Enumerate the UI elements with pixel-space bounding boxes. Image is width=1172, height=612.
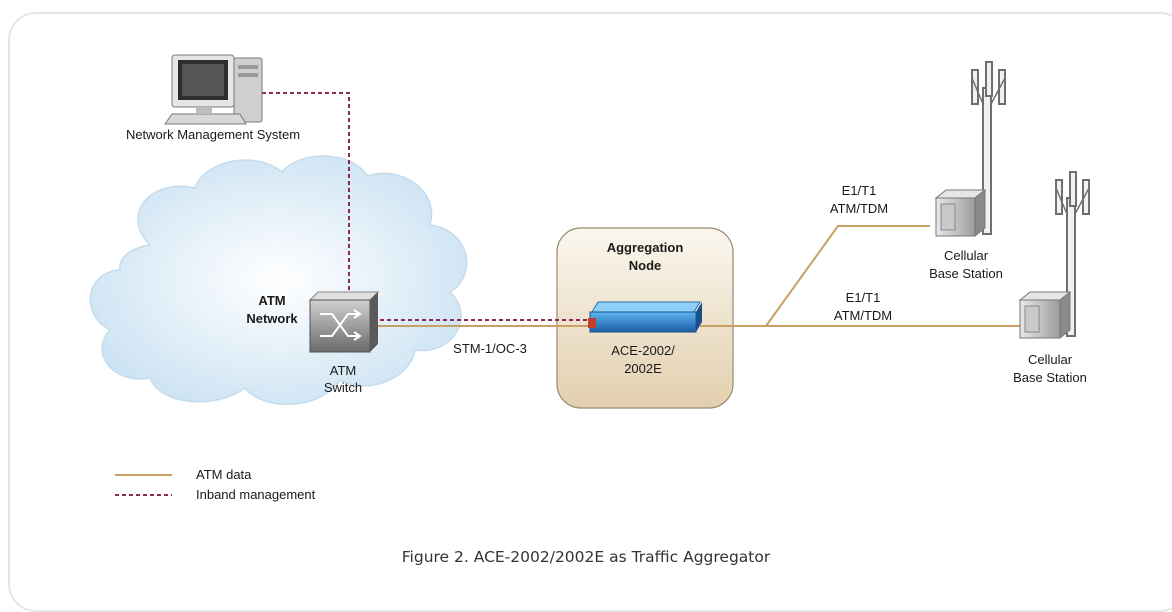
- legend: ATM data Inband management: [115, 467, 316, 502]
- link-top-label-line2: ATM/TDM: [830, 201, 888, 216]
- aggregation-node-label-line2: Node: [629, 258, 662, 273]
- base-station-top-label-line1: Cellular: [944, 248, 989, 263]
- ace-2002-device-icon: [588, 301, 702, 333]
- atm-network-label-line2: Network: [246, 311, 298, 326]
- base-station-bottom-label-line1: Cellular: [1028, 352, 1073, 367]
- atm-data-links: [370, 225, 1020, 327]
- base-station-bottom-label-line2: Base Station: [1013, 370, 1087, 385]
- computer-icon: [164, 54, 263, 125]
- atm-network-cloud: [89, 155, 468, 406]
- inband-management-links: [262, 92, 590, 321]
- ace-device-label-line1: ACE-2002/: [611, 343, 675, 358]
- link-top-label-line1: E1/T1: [842, 183, 877, 198]
- ace-device-label-line2: 2002E: [624, 361, 662, 376]
- atm-network-label-line1: ATM: [258, 293, 285, 308]
- aggregation-node-label-line1: Aggregation: [607, 240, 684, 255]
- atm-switch-label-line2: Switch: [324, 380, 362, 395]
- base-station-top-label-line2: Base Station: [929, 266, 1003, 281]
- atm-switch-icon: [308, 291, 380, 353]
- legend-inband-label: Inband management: [196, 487, 316, 502]
- link-bottom-label-line2: ATM/TDM: [834, 308, 892, 323]
- stm-link-label: STM-1/OC-3: [453, 341, 527, 356]
- cellular-base-station-bottom-icon: [1018, 171, 1090, 340]
- legend-atm-data-label: ATM data: [196, 467, 252, 482]
- cellular-base-station-top-icon: [934, 61, 1006, 238]
- atm-switch-label-line1: ATM: [330, 363, 356, 378]
- figure-caption: Figure 2. ACE-2002/2002E as Traffic Aggr…: [402, 548, 771, 566]
- link-bottom-label-line1: E1/T1: [846, 290, 881, 305]
- nms-label: Network Management System: [126, 127, 300, 142]
